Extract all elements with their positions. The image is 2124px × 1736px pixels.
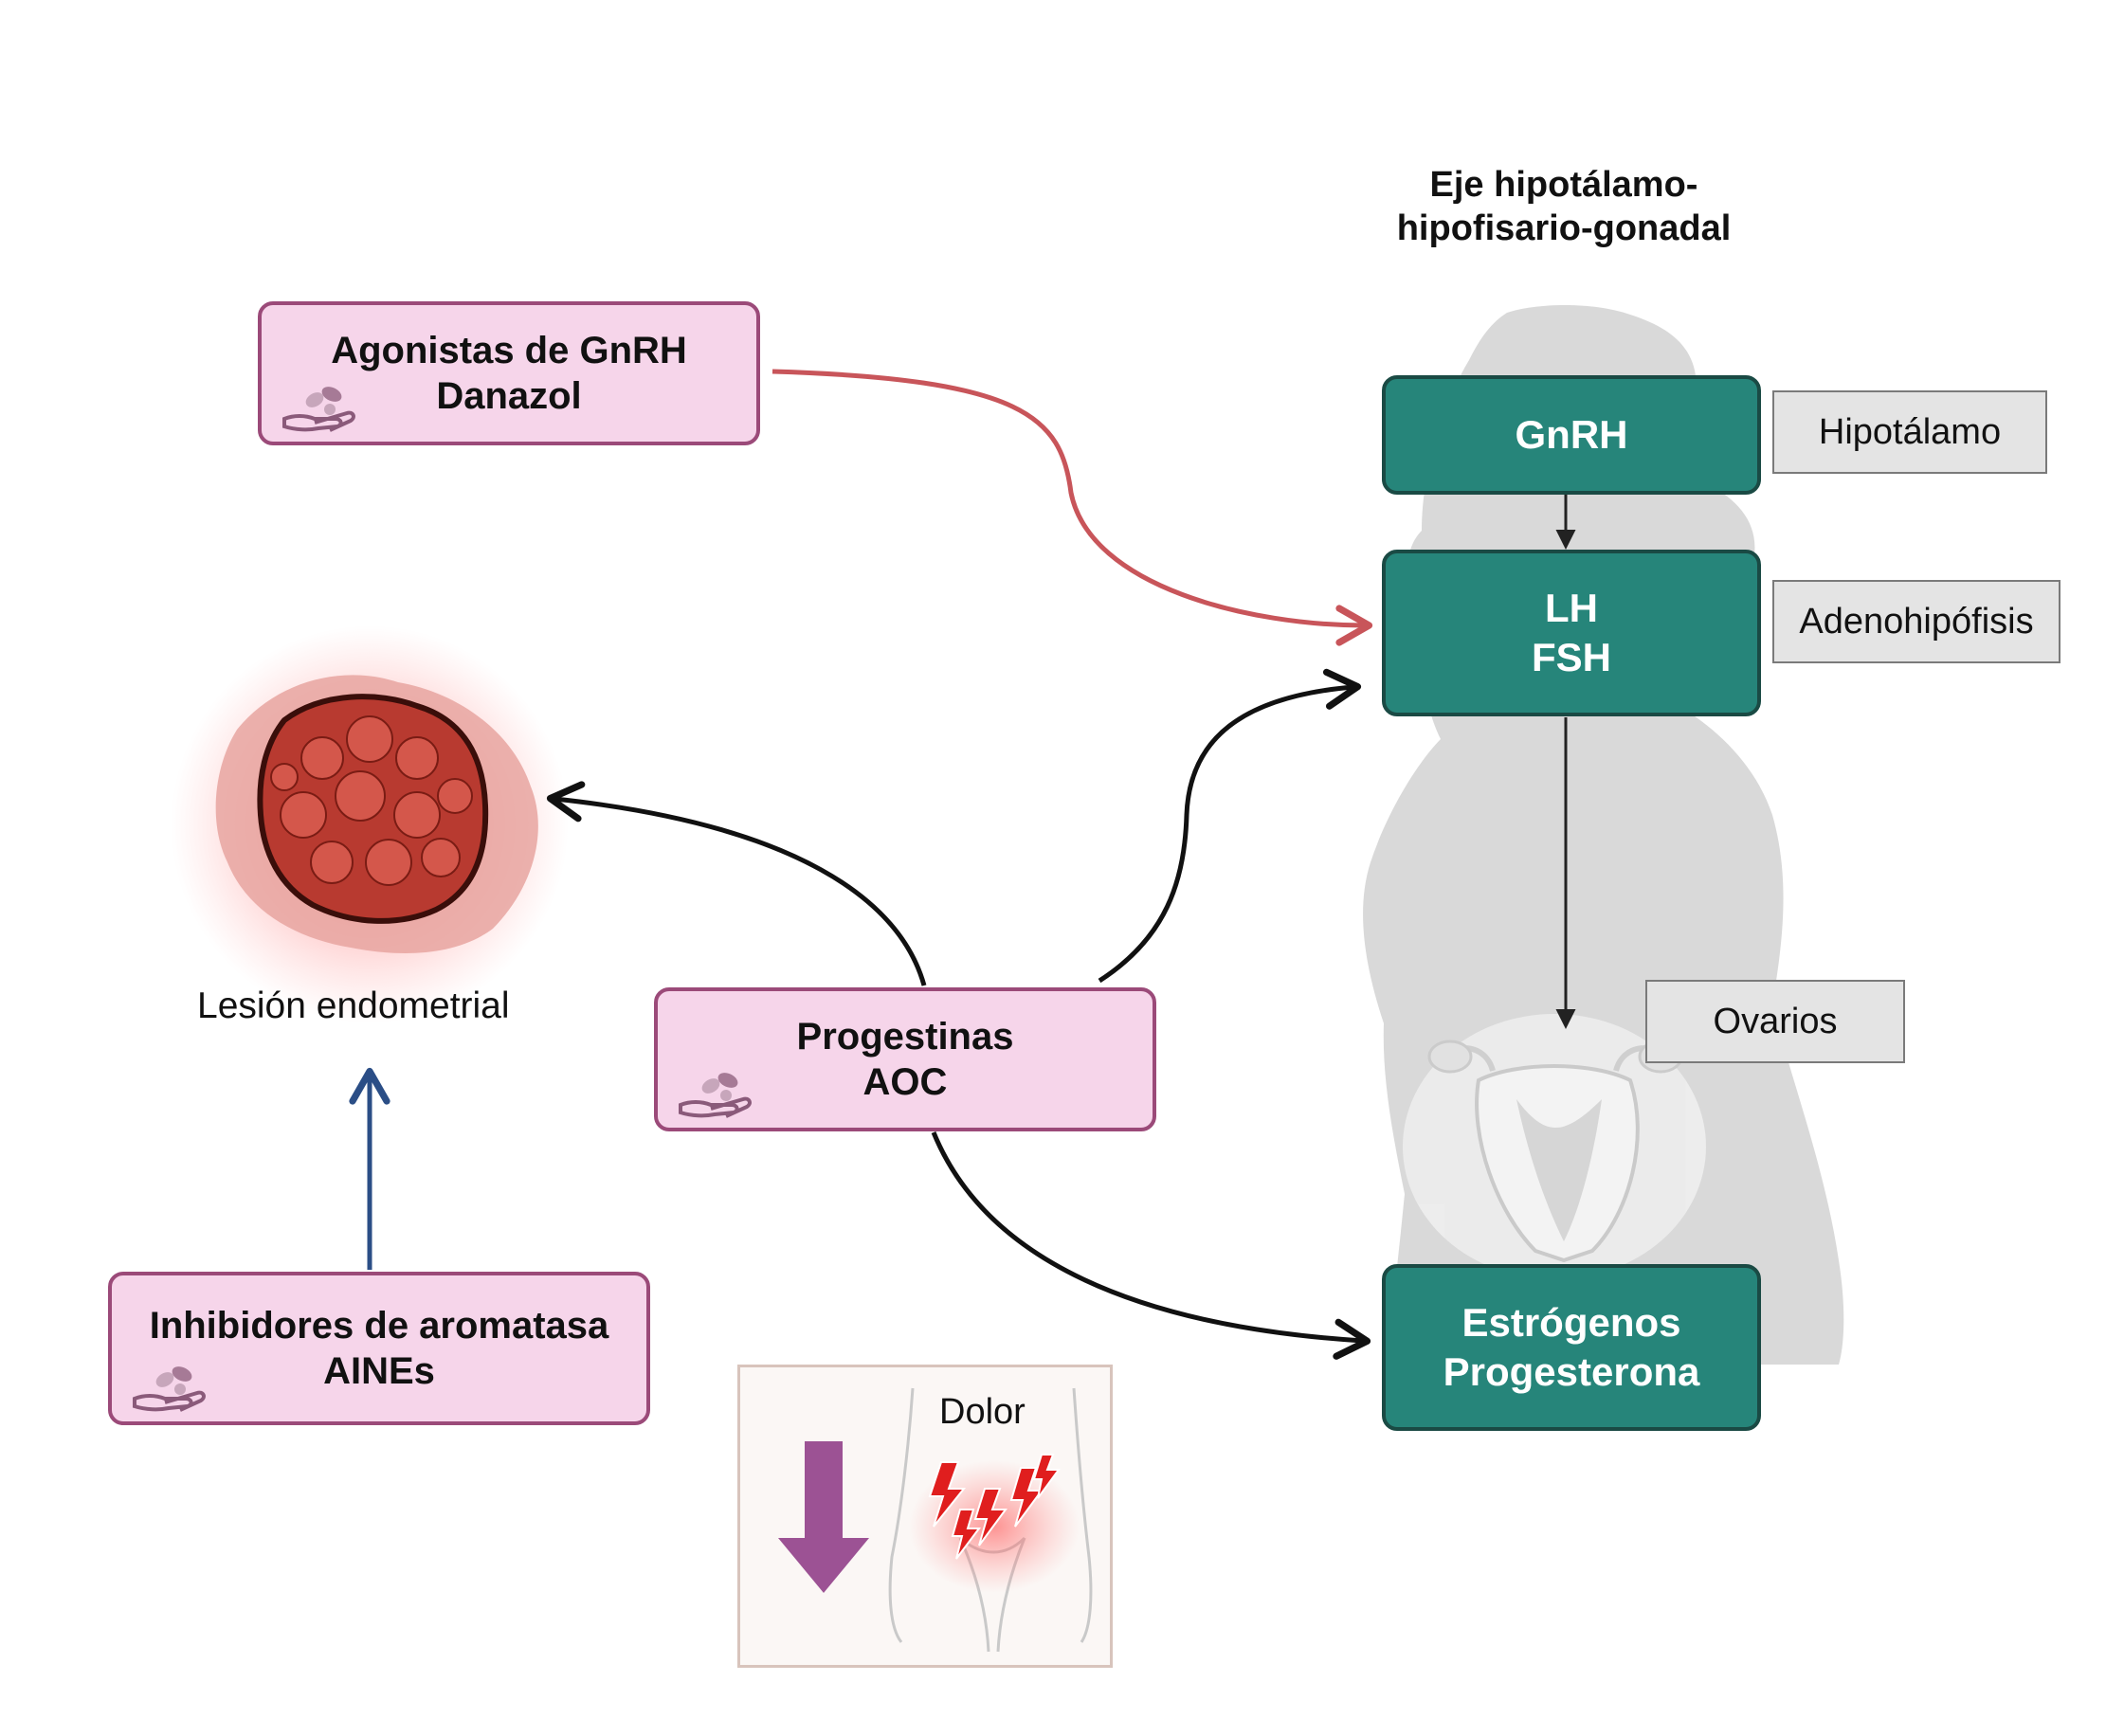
drug-progestins-line1: Progestinas — [796, 1016, 1014, 1058]
drug-box-progestins: Progestinas AOC — [654, 987, 1156, 1131]
organ-pituitary-text: Adenohipófisis — [1799, 601, 2034, 642]
pain-panel: Dolor — [737, 1365, 1113, 1668]
hormone-progesterone-label: Progesterona — [1443, 1349, 1700, 1394]
hormone-box-gnrh: GnRH — [1382, 375, 1761, 495]
drug-box-gnrh-agonists: Agonistas de GnRH Danazol — [258, 301, 760, 445]
drug-box-aromatase-inhibitors: Inhibidores de aromatasa AINEs — [108, 1272, 650, 1425]
diagram-title: Eje hipotálamo- hipofisario-gonadal — [1365, 163, 1763, 250]
drug-gnrh-agonists-line2: Danazol — [436, 375, 582, 417]
organ-hypothalamus-text: Hipotálamo — [1818, 411, 2002, 452]
drug-progestins-line2: AOC — [862, 1061, 948, 1103]
lesion-caption: Lesión endometrial — [197, 986, 510, 1026]
hormone-box-steroids: Estrógenos Progesterona — [1382, 1264, 1761, 1431]
organ-label-hypothalamus: Hipotálamo — [1772, 390, 2047, 474]
organ-label-ovaries: Ovarios — [1645, 980, 1905, 1063]
pill-hand-icon — [282, 387, 355, 432]
pain-illustration — [778, 1387, 1093, 1653]
inhibition-arrow-gnrh-to-lh — [772, 369, 1373, 646]
diagram-title-text: Eje hipotálamo- hipofisario-gonadal — [1396, 165, 1732, 248]
pain-lightning-icon — [928, 1454, 1061, 1560]
pill-hand-icon — [679, 1073, 752, 1118]
drug-aromatase-line2: AINEs — [323, 1350, 435, 1392]
arrow-progestins-to-lh — [1098, 668, 1362, 984]
pain-caption: Dolor — [939, 1392, 1026, 1432]
pill-hand-icon — [133, 1366, 206, 1412]
drug-aromatase-line1: Inhibidores de aromatasa — [149, 1305, 609, 1347]
arrow-progestins-to-steroids — [931, 1131, 1371, 1360]
hormone-estrogens-label: Estrógenos — [1461, 1300, 1681, 1345]
organ-label-pituitary: Adenohipófisis — [1772, 580, 2060, 663]
organ-ovaries-text: Ovarios — [1713, 1001, 1838, 1041]
arrow-progestins-to-lesion — [546, 781, 927, 986]
hormone-fsh-label: FSH — [1532, 635, 1611, 679]
endometrial-lesion-icon — [171, 625, 569, 1023]
drug-gnrh-agonists-line1: Agonistas de GnRH — [331, 330, 687, 371]
decrease-arrow-icon — [778, 1441, 869, 1593]
hormone-lh-label: LH — [1545, 586, 1598, 630]
hormone-gnrh-label: GnRH — [1515, 412, 1628, 457]
hormone-box-lh-fsh: LH FSH — [1382, 550, 1761, 716]
